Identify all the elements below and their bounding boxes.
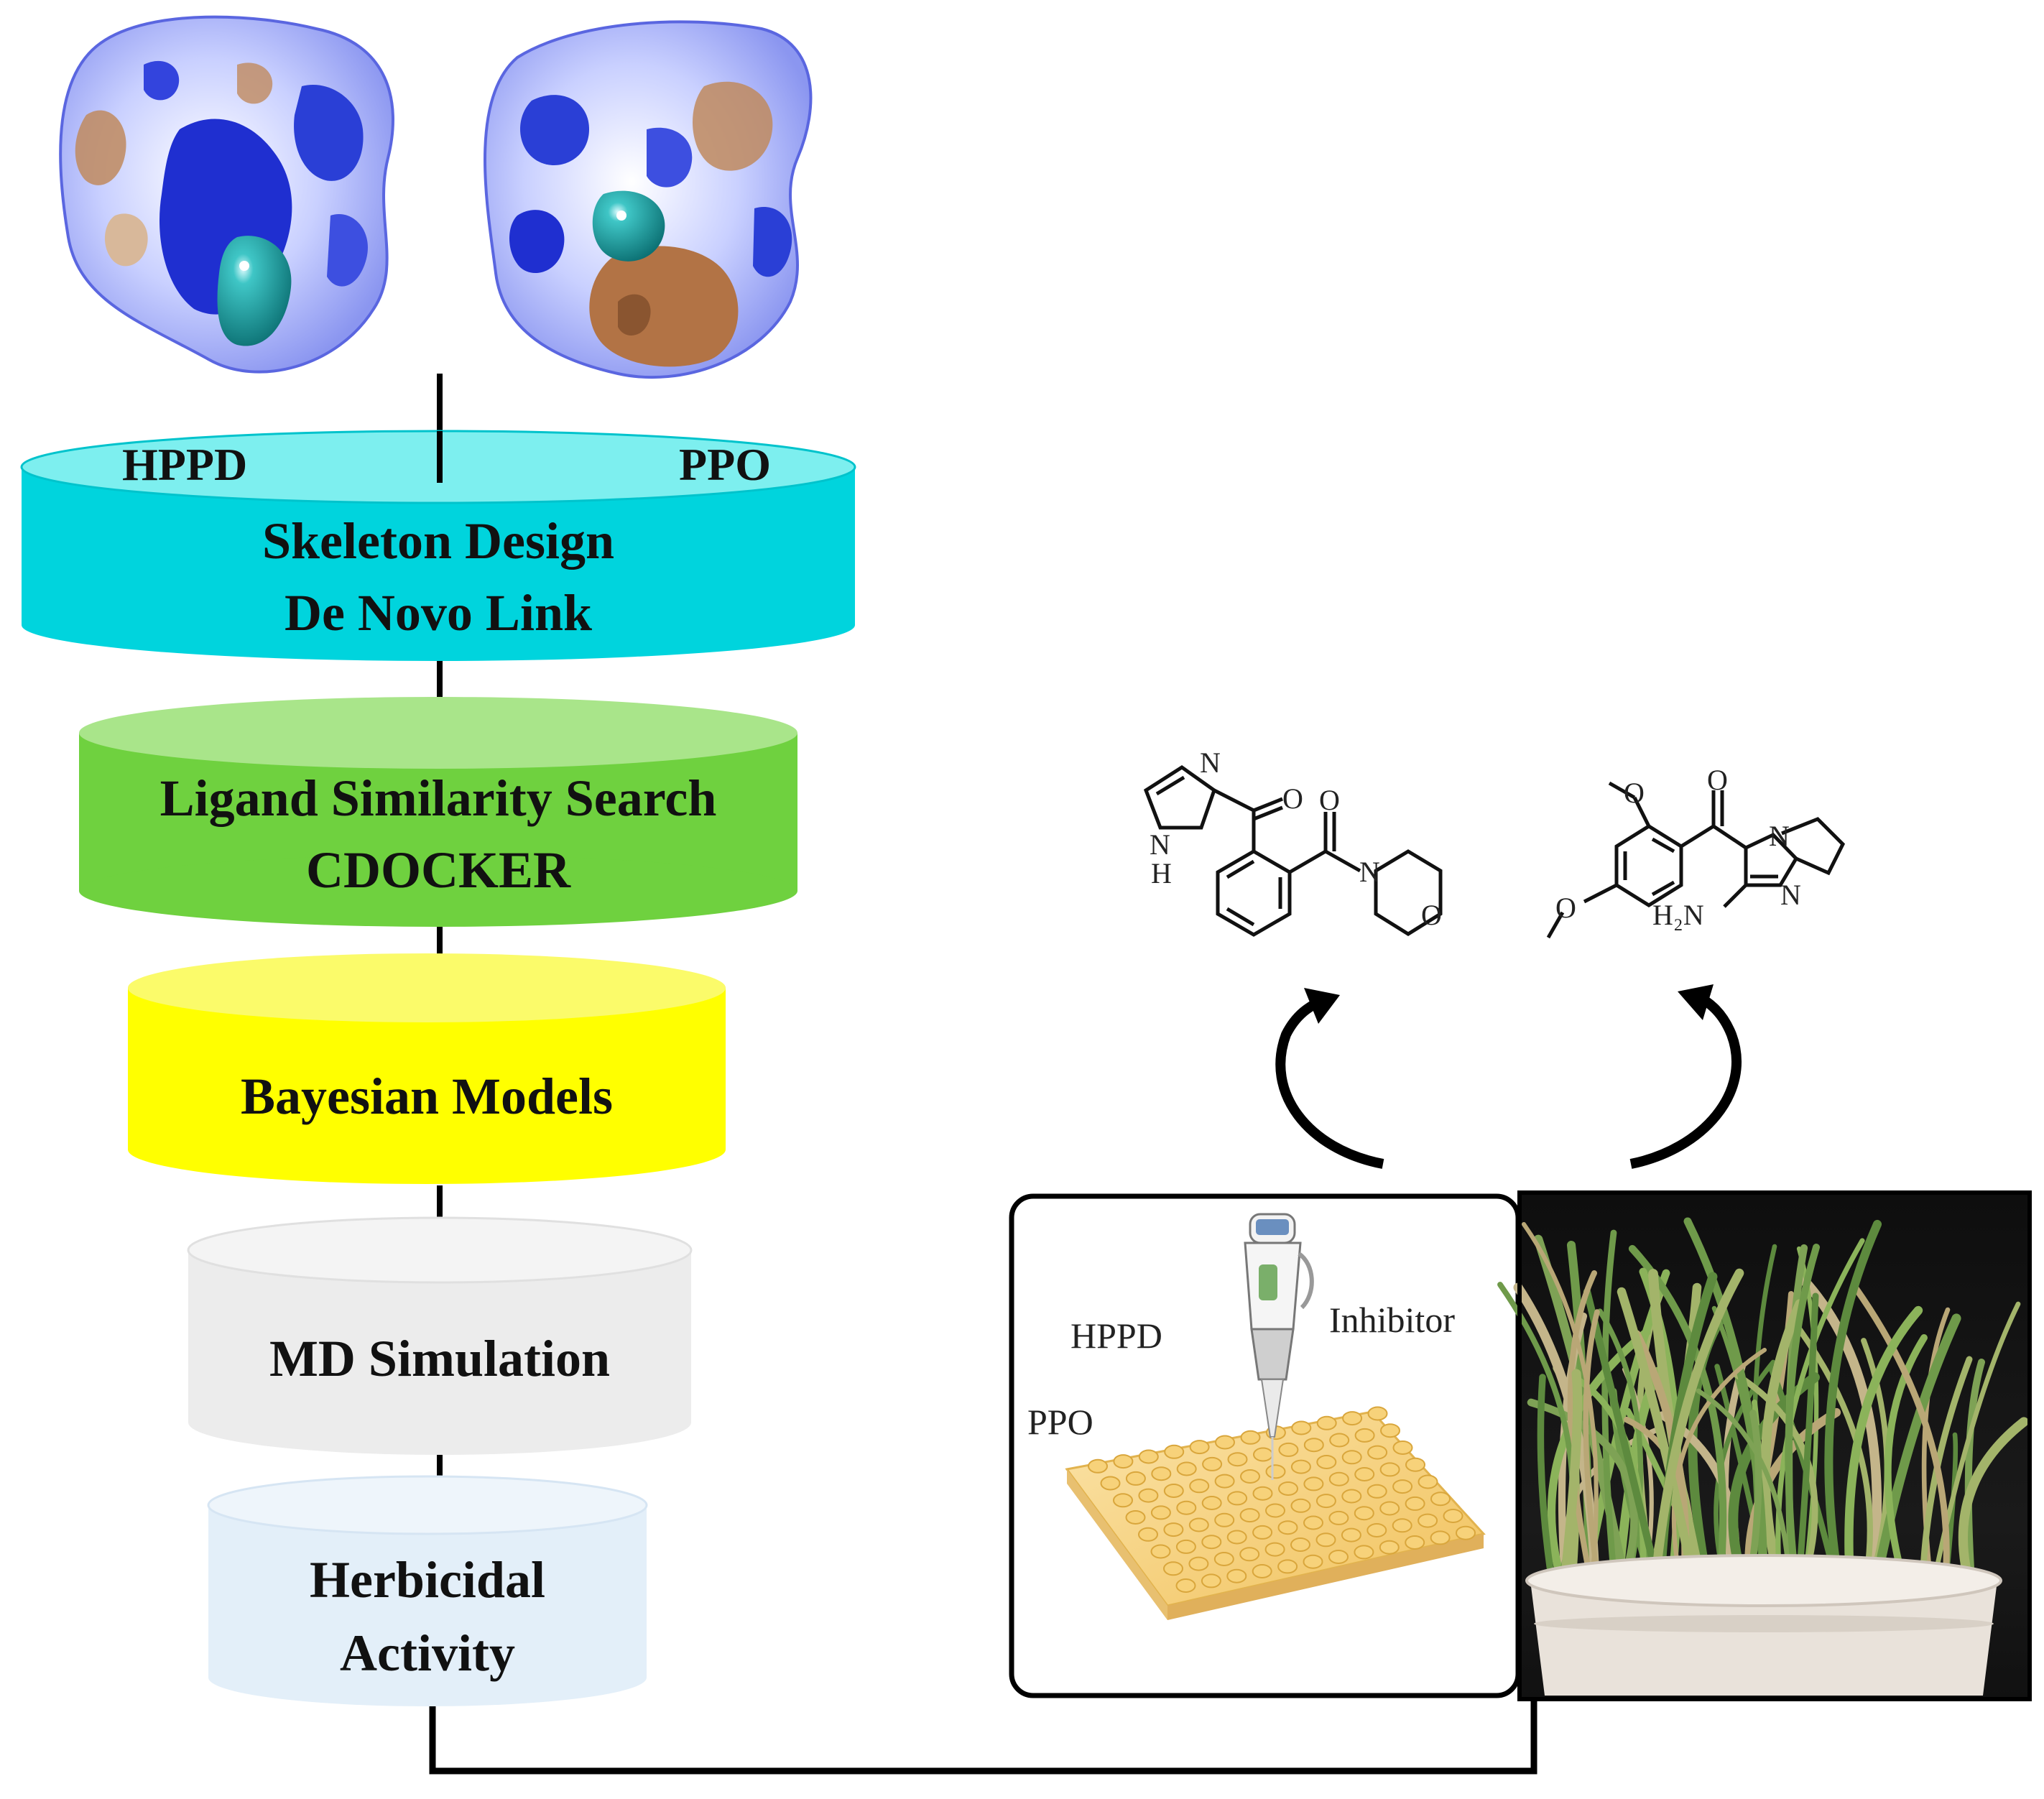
mol1-atom-h: H: [1151, 857, 1172, 889]
mol2-atom-o3: O: [1707, 764, 1728, 796]
stage4-label: MD Simulation: [269, 1330, 611, 1387]
microplate-illustration: [1065, 1406, 1486, 1620]
pipette-illustration: [1244, 1213, 1314, 1480]
mol1-atom-n1: N: [1200, 746, 1221, 779]
ppo-protein-label: PPO: [679, 439, 771, 490]
stage5-cylinder: [207, 1475, 648, 1706]
mol2-atom-n1: N: [1769, 820, 1790, 852]
mol1-atom-n2: N: [1150, 828, 1170, 861]
mol1-atom-o3: O: [1421, 899, 1442, 931]
ppo-protein-structure: [484, 20, 813, 379]
stage2-label-line1: Ligand Similarity Search: [159, 769, 717, 827]
assay-ppo-label: PPO: [1027, 1402, 1093, 1442]
curved-arrow-right: [1629, 990, 1742, 1169]
stage4-cylinder: [187, 1216, 693, 1455]
molecule-2-structure: [1546, 781, 1846, 939]
molecule-1-structure: [1143, 764, 1443, 937]
hppd-protein-structure: [59, 15, 394, 374]
mol2-atom-o1: O: [1624, 777, 1645, 809]
stage2-label-line2: CDOCKER: [305, 841, 570, 899]
stage5-label-line1: Herbicidal: [310, 1551, 545, 1609]
stage1-label-line1: Skeleton Design: [262, 512, 615, 570]
mol1-atom-o2: O: [1319, 784, 1340, 816]
stage1-label-line2: De Novo Link: [284, 584, 593, 642]
mol1-atom-n3: N: [1359, 856, 1380, 888]
mol2-atom-o2: O: [1555, 892, 1576, 924]
stage2-cylinder: [79, 697, 797, 927]
stage5-label-line2: Activity: [340, 1624, 515, 1682]
assay-inhibitor-label: Inhibitor: [1329, 1300, 1455, 1340]
assay-hppd-label: HPPD: [1070, 1315, 1162, 1356]
mol2-atom-n2: N: [1780, 879, 1801, 911]
stage3-label: Bayesian Models: [240, 1068, 614, 1125]
stage3-cylinder: [128, 953, 726, 1184]
flow-arrow-to-experiments: [429, 1688, 1537, 1775]
mol2-atom-h2n: H₂N: [1652, 899, 1704, 931]
plant-photo: [1497, 1190, 2032, 1701]
mol1-atom-o1: O: [1282, 782, 1303, 815]
curved-arrow-left: [1275, 995, 1384, 1169]
hppd-protein-label: HPPD: [122, 439, 248, 490]
